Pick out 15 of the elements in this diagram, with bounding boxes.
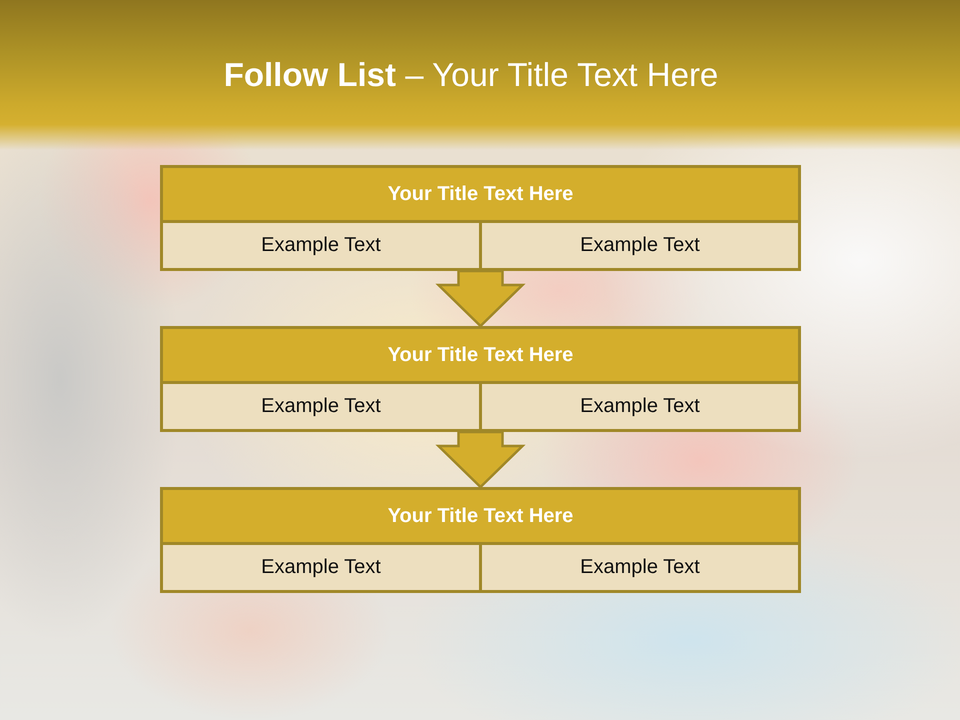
section-panel xyxy=(160,165,801,271)
text-cell: Example Text xyxy=(482,223,798,268)
text-cell: Example Text xyxy=(163,545,482,590)
block-arrow xyxy=(435,270,526,328)
section-heading: Your Title Text Here xyxy=(163,168,798,223)
block-arrow xyxy=(435,430,526,489)
text-cell: Example Text xyxy=(482,545,798,590)
section-heading: Your Title Text Here xyxy=(163,490,798,545)
text-cell: Example Text xyxy=(482,384,798,429)
section-panel xyxy=(160,326,801,432)
text-cell: Example Text xyxy=(163,223,482,268)
text-cell: Example Text xyxy=(163,384,482,429)
slide-title: Follow List – Your Title Text Here xyxy=(224,56,718,93)
section-heading: Your Title Text Here xyxy=(163,329,798,384)
section-panel xyxy=(160,487,801,593)
